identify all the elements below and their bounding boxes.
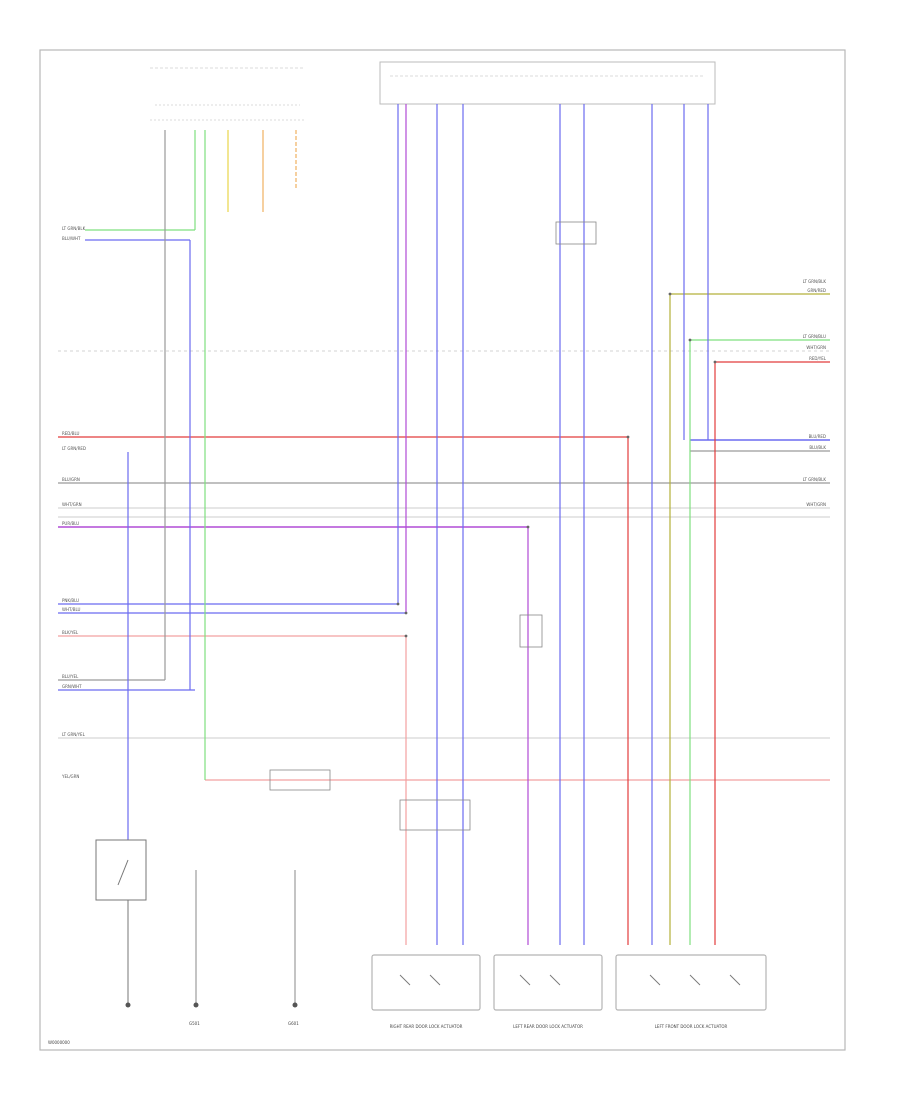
left-wire-label: LT GRN/BLK xyxy=(62,226,86,231)
left-wire-label: YEL/GRN xyxy=(61,774,79,779)
left-wire-label: LT GRN/YEL xyxy=(62,732,86,737)
caption-left-rear: LEFT REAR DOOR LOCK ACTUATOR xyxy=(513,1024,583,1029)
right-wire-labels: LT GRN/BLK GRN/RED LT GRN/BLU WHT/GRN RED/YE… xyxy=(803,279,827,507)
left-wire-label: WHT/BLU xyxy=(62,607,81,612)
left-wire-label: BLU/WHT xyxy=(62,236,81,241)
left-wire-label: WHT/GRN xyxy=(62,502,82,507)
diagram-border xyxy=(39,49,846,1051)
right-wire-label: WHT/GRN xyxy=(806,345,826,350)
top-connector-dashes xyxy=(150,67,705,121)
ground-icon-2 xyxy=(292,1002,298,1008)
left-wire-labels: LT GRN/BLK BLU/WHT RED/BLU LT GRN/RED BLU/GR… xyxy=(61,226,86,779)
left-wire-label: BLU/YEL xyxy=(62,674,79,679)
left-wire-label: RED/BLU xyxy=(62,431,80,436)
actuator-left-front xyxy=(615,954,767,1011)
left-wire-label: PUR/BLU xyxy=(62,521,79,526)
actuator-switches xyxy=(399,974,741,986)
ground-icon-1 xyxy=(193,1002,199,1008)
corner-code: W0000000 xyxy=(48,1040,70,1045)
actuator-right-rear xyxy=(371,954,481,1011)
control-unit-box xyxy=(379,61,716,105)
ground-label-2: G601 xyxy=(288,1021,299,1026)
actuator-left-rear xyxy=(493,954,603,1011)
left-wire-label: PNK/BLU xyxy=(62,598,79,603)
splice-points xyxy=(396,292,717,638)
horizontal-wires xyxy=(58,229,830,781)
left-wire-label: LT GRN/RED xyxy=(62,446,86,451)
door-switch xyxy=(95,839,147,1005)
right-wire-label: RED/YEL xyxy=(809,356,827,361)
ground-points xyxy=(125,1002,298,1008)
inline-connectors xyxy=(269,221,597,831)
right-wire-label: BLU/BLK xyxy=(809,445,826,450)
left-wire-label: BLU/GRN xyxy=(62,477,80,482)
right-wire-label: BLU/RED xyxy=(809,434,826,439)
right-wire-label: LT GRN/BLU xyxy=(803,334,826,339)
ground-wires xyxy=(195,870,296,1005)
right-wire-label: LT GRN/BLK xyxy=(803,279,827,284)
ground-icon-3 xyxy=(125,1002,131,1008)
left-wire-label: BLK/YEL xyxy=(62,630,79,635)
caption-left-front: LEFT FRONT DOOR LOCK ACTUATOR xyxy=(655,1024,728,1029)
left-wire-label: GRN/WHT xyxy=(62,684,82,689)
right-wire-label: GRN/RED xyxy=(807,288,826,293)
caption-right-rear: RIGHT REAR DOOR LOCK ACTUATOR xyxy=(390,1024,463,1029)
right-wire-label: WHT/GRN xyxy=(806,502,826,507)
ground-label-1: G501 xyxy=(189,1021,200,1026)
actuator-boxes xyxy=(371,954,767,1011)
right-wire-label: LT GRN/BLK xyxy=(803,477,827,482)
vertical-wires xyxy=(127,104,716,945)
